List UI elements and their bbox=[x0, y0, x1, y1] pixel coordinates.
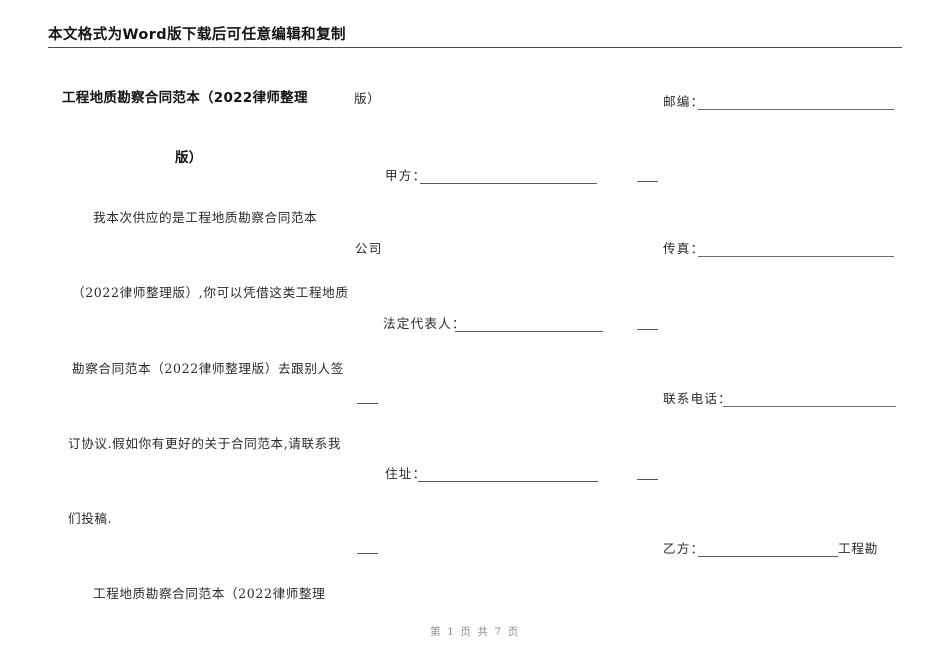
postcode-input-rule[interactable] bbox=[698, 109, 894, 110]
party-b-upper-rule-stub[interactable] bbox=[357, 553, 378, 554]
address-input-rule-stub[interactable] bbox=[637, 479, 658, 480]
header-divider bbox=[48, 47, 902, 49]
company-label: 公司 bbox=[355, 241, 383, 256]
address-input-rule[interactable] bbox=[418, 481, 598, 482]
party-a-input-rule[interactable] bbox=[420, 183, 597, 184]
body-line-4: 订协议.假如你有更好的关于合同范本,请联系我 bbox=[68, 436, 342, 451]
fax-label: 传真： bbox=[663, 241, 705, 256]
party-b-tail-text: 工程勘 bbox=[838, 541, 879, 556]
body-line-5: 们投稿. bbox=[68, 511, 113, 526]
address-label: 住址： bbox=[385, 466, 427, 481]
body-line-3: 勘察合同范本（2022律师整理版）去跟别人签 bbox=[72, 361, 344, 376]
phone-label: 联系电话： bbox=[663, 391, 732, 406]
party-b-label: 乙方： bbox=[663, 541, 705, 556]
legal-rep-input-rule-stub[interactable] bbox=[637, 329, 658, 330]
phone-input-rule[interactable] bbox=[723, 406, 896, 407]
title-continuation: 版） bbox=[354, 91, 381, 106]
party-b-input-rule[interactable] bbox=[698, 556, 838, 557]
document-header: 本文格式为Word版下载后可任意编辑和复制 bbox=[48, 27, 902, 49]
header-notice-text: 本文格式为Word版下载后可任意编辑和复制 bbox=[48, 27, 346, 43]
fax-input-rule[interactable] bbox=[698, 256, 894, 257]
page-footer: 第 1 页 共 7 页 bbox=[0, 620, 950, 639]
party-a-label: 甲方： bbox=[385, 168, 427, 183]
address-upper-rule-stub[interactable] bbox=[357, 403, 378, 404]
legal-rep-label: 法定代表人： bbox=[383, 316, 466, 331]
party-a-input-rule-stub[interactable] bbox=[637, 181, 658, 182]
body-line-6: 工程地质勘察合同范本（2022律师整理 bbox=[93, 586, 326, 601]
page-number-text: 第 1 页 共 7 页 bbox=[430, 626, 520, 638]
body-line-2: （2022律师整理版）,你可以凭借这类工程地质 bbox=[72, 285, 349, 300]
document-title-line-1: 工程地质勘察合同范本（2022律师整理 bbox=[62, 90, 308, 106]
postcode-label: 邮编： bbox=[663, 94, 705, 109]
body-line-1: 我本次供应的是工程地质勘察合同范本 bbox=[93, 210, 318, 225]
document-title-line-2: 版） bbox=[175, 150, 203, 166]
legal-rep-input-rule[interactable] bbox=[455, 331, 603, 332]
